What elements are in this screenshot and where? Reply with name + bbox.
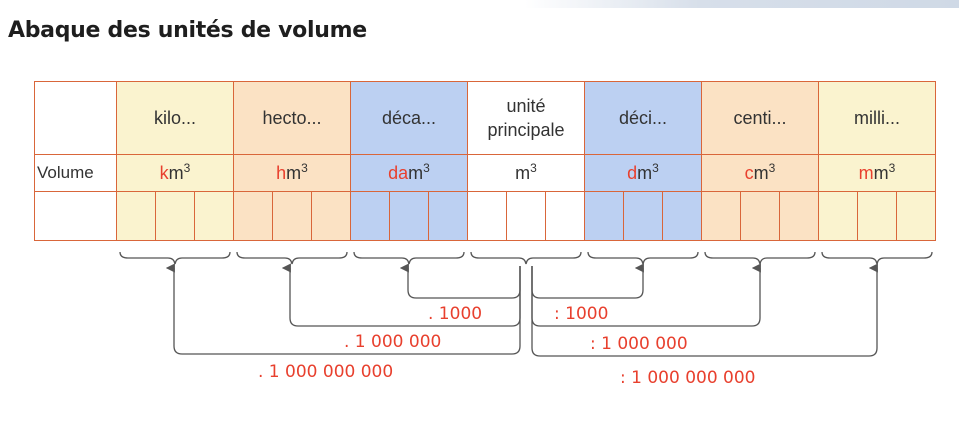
- symbol-exponent: 3: [768, 160, 776, 175]
- label-mul-1000: . 1000: [428, 304, 483, 324]
- symbol-exponent: 3: [423, 160, 430, 175]
- subdivision-cell: [467, 191, 585, 241]
- symbol-dm3: dm3: [584, 154, 702, 192]
- subdivision-empty-cell: [34, 191, 117, 241]
- prefix-deci: déci...: [584, 81, 702, 155]
- symbol-prefix: c: [744, 162, 754, 183]
- symbol-exponent: 3: [652, 160, 659, 175]
- brace-deci: [587, 251, 699, 265]
- page-title: Abaque des unités de volume: [8, 18, 367, 43]
- symbol-base: m: [515, 162, 531, 183]
- label-div-1000000000: : 1 000 000 000: [620, 368, 756, 388]
- symbol-base: m: [168, 162, 184, 183]
- label-div-1000: : 1000: [554, 304, 609, 324]
- brace-kilo: [119, 251, 231, 265]
- prefix-unite-line2: principale: [487, 120, 565, 140]
- arrow-mul-1000000: [281, 263, 521, 327]
- top-decorative-strip: [525, 0, 959, 8]
- arrow-mul-1000: [399, 263, 521, 299]
- prefix-hecto: hecto...: [233, 81, 351, 155]
- row-label-volume: Volume: [34, 154, 117, 192]
- symbol-exponent: 3: [301, 160, 308, 175]
- label-mul-1000000: . 1 000 000: [344, 332, 442, 352]
- symbol-base: m: [286, 162, 302, 183]
- subdivision-cell: [584, 191, 702, 241]
- arrow-div-1000000000: [531, 263, 878, 357]
- volume-units-table: kilo... hecto... déca... unité principal…: [34, 81, 936, 241]
- subdivision-cell: [233, 191, 351, 241]
- symbol-base: m: [753, 162, 769, 183]
- symbol-base: m: [873, 162, 889, 183]
- symbol-exponent: 3: [888, 160, 896, 175]
- symbol-base: m: [408, 162, 424, 183]
- symbol-base: m: [637, 162, 653, 183]
- prefix-unite-principale: unité principale: [467, 81, 585, 155]
- prefix-kilo: kilo...: [116, 81, 234, 155]
- subdivision-cell: [350, 191, 468, 241]
- symbol-row: Volume km3 hm3 dam3 m3 dm3 cm3 mm3: [34, 154, 936, 192]
- symbol-hm3: hm3: [233, 154, 351, 192]
- prefix-centi: centi...: [701, 81, 819, 155]
- brace-unite: [470, 251, 582, 265]
- subdivision-row: [34, 191, 936, 241]
- label-mul-1000000000: . 1 000 000 000: [258, 362, 394, 382]
- subdivision-cell: [116, 191, 234, 241]
- prefix-unite-line1: unité: [506, 96, 546, 116]
- symbol-prefix: m: [858, 162, 874, 183]
- subdivision-cell: [701, 191, 819, 241]
- brace-hecto: [236, 251, 348, 265]
- symbol-dam3: dam3: [350, 154, 468, 192]
- symbol-prefix: k: [159, 162, 169, 183]
- empty-corner-cell: [34, 81, 117, 155]
- symbol-prefix: d: [627, 162, 638, 183]
- symbol-prefix: da: [388, 162, 409, 183]
- symbol-prefix: h: [276, 162, 287, 183]
- symbol-m3: m3: [467, 154, 585, 192]
- subdivision-cell: [818, 191, 936, 241]
- symbol-exponent: 3: [183, 160, 191, 175]
- arrow-div-1000: [531, 263, 644, 299]
- prefix-deca: déca...: [350, 81, 468, 155]
- symbol-exponent: 3: [530, 160, 537, 175]
- symbol-cm3: cm3: [701, 154, 819, 192]
- brace-deca: [353, 251, 465, 265]
- brace-centi: [704, 251, 816, 265]
- symbol-km3: km3: [116, 154, 234, 192]
- arrow-mul-1000000000: [165, 263, 521, 355]
- brace-milli: [821, 251, 933, 265]
- prefix-row: kilo... hecto... déca... unité principal…: [34, 81, 936, 155]
- label-div-1000000: : 1 000 000: [590, 334, 688, 354]
